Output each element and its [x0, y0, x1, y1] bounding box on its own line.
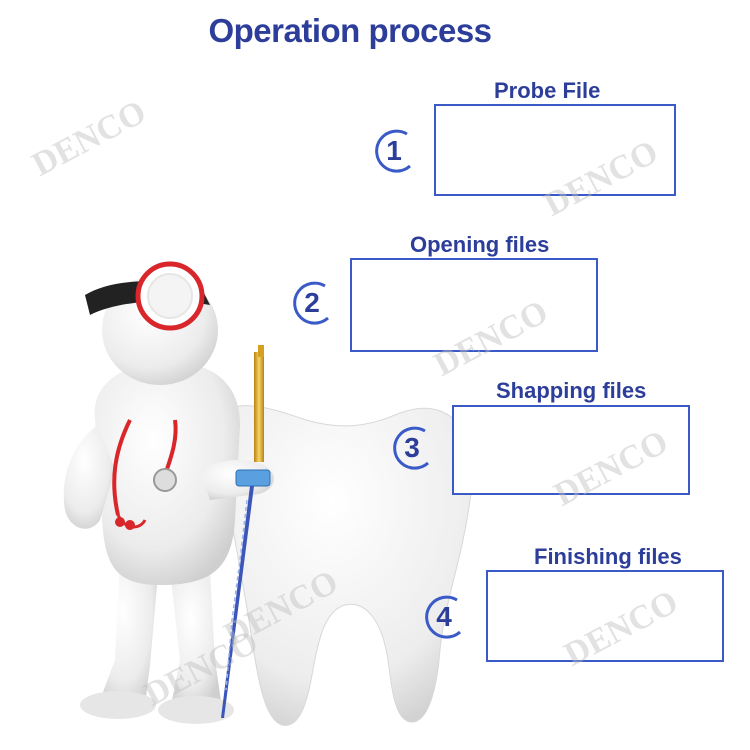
step-1-box — [434, 104, 676, 196]
step-2-number: 2 — [292, 280, 338, 326]
step-number-circle-icon — [425, 595, 461, 639]
page-title: Operation process — [208, 12, 492, 49]
step-3-label: Shapping files — [496, 378, 647, 403]
tooth-icon — [216, 405, 473, 726]
step-1-number: 1 — [374, 128, 420, 174]
step-2-box — [350, 258, 598, 352]
step-number-circle-icon — [293, 281, 329, 325]
step-4-label: Finishing files — [534, 544, 682, 569]
step-2-label: Opening files — [410, 232, 550, 257]
step-4-box — [486, 570, 724, 662]
large-endo-file-icon — [221, 345, 271, 718]
step-3-number: 3 — [392, 425, 438, 471]
step-1-label: Probe File — [494, 78, 601, 103]
step-number-circle-icon — [375, 129, 411, 173]
step-3-box — [452, 405, 690, 495]
step-number-circle-icon — [393, 426, 429, 470]
step-4-number: 4 — [424, 594, 470, 640]
doctor-figure — [63, 261, 274, 724]
